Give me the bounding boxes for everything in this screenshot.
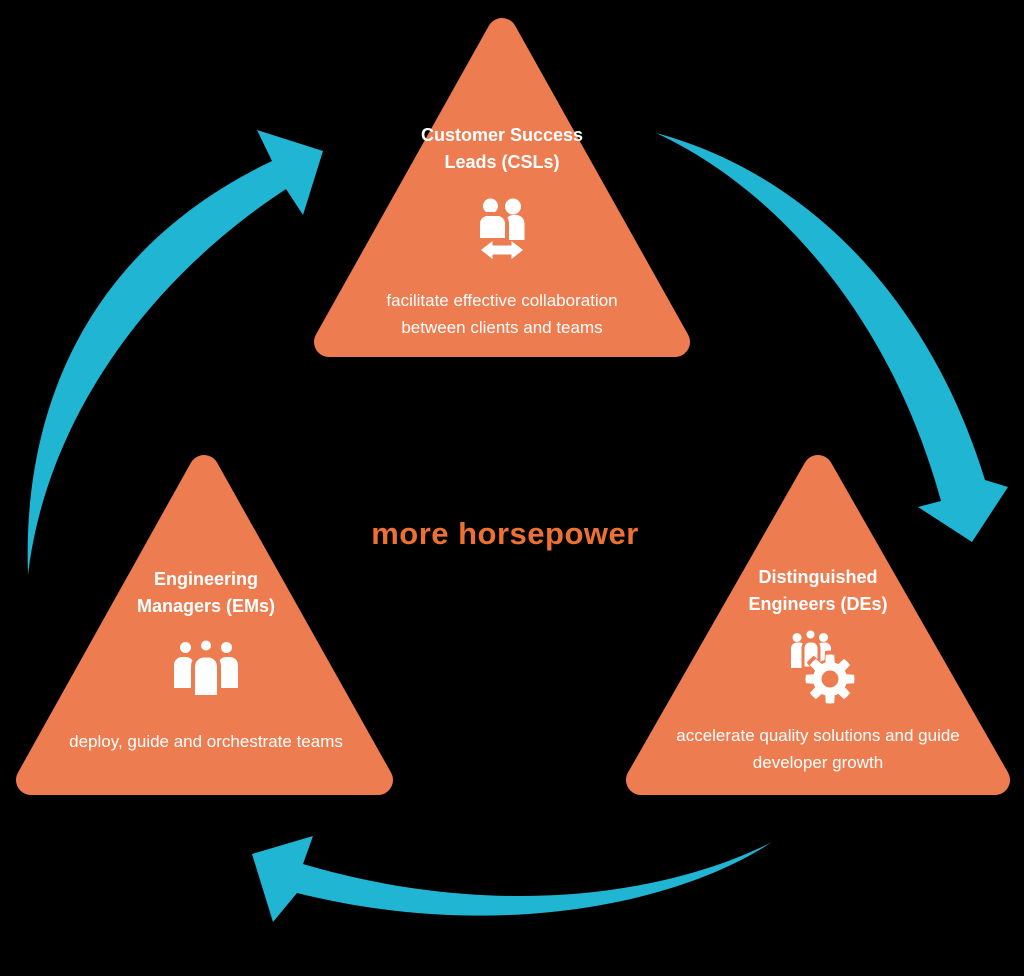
csl-description: facilitate effective collaboration betwe…: [322, 287, 682, 341]
mini-person-center-head: [803, 627, 818, 642]
em-title-line2: Managers (EMs): [136, 596, 276, 616]
de-title: Distinguished Engineers (DEs): [668, 564, 968, 618]
gear-icon: [801, 650, 859, 708]
de-title-line1: Distinguished: [758, 567, 878, 587]
person-left-body: [174, 657, 194, 688]
em-title-line1: Engineering: [153, 569, 258, 589]
person-front-body: [476, 212, 509, 242]
gear-hole: [821, 670, 839, 688]
mini-person-left-head: [792, 633, 802, 642]
arrow-em-to-csl-icon: [27, 130, 324, 575]
csl-desc-line1: facilitate effective collaboration: [386, 291, 618, 310]
arrow-de-to-em-icon: [252, 836, 772, 922]
person-back-head: [505, 198, 521, 215]
triangle-csl: [314, 18, 690, 357]
csl-title: Customer Success Leads (CSLs): [352, 122, 652, 176]
person-right-body: [218, 657, 238, 688]
em-description: deploy, guide and orchestrate teams: [26, 728, 386, 755]
center-label: more horsepower: [371, 516, 639, 551]
person-center-body: [191, 653, 221, 699]
mini-person-right-head: [819, 633, 828, 642]
de-desc-line2: developer growth: [752, 753, 884, 772]
people-exchange-icon: [476, 194, 525, 259]
csl-title-line1: Customer Success: [420, 125, 584, 145]
arrow-csl-to-de-icon: [656, 133, 1008, 542]
em-title: Engineering Managers (EMs): [56, 566, 356, 620]
csl-title-line2: Leads (CSLs): [444, 152, 560, 172]
people-gear-icon: [791, 627, 859, 708]
people-group-icon: [174, 636, 238, 699]
triangle-de: [626, 455, 1010, 795]
person-left-head: [180, 642, 191, 653]
de-title-line2: Engineers (DEs): [748, 594, 888, 614]
csl-desc-line2: between clients and teams: [401, 318, 603, 337]
triangle-em: [16, 455, 393, 795]
double-arrow-icon: [481, 241, 523, 259]
de-desc-line1: accelerate quality solutions and guide: [676, 726, 960, 745]
person-center-head: [197, 636, 215, 655]
person-back-body: [505, 215, 525, 240]
person-right-head: [221, 642, 232, 653]
de-description: accelerate quality solutions and guide d…: [608, 722, 1024, 776]
em-desc-line1: deploy, guide and orchestrate teams: [69, 732, 343, 751]
